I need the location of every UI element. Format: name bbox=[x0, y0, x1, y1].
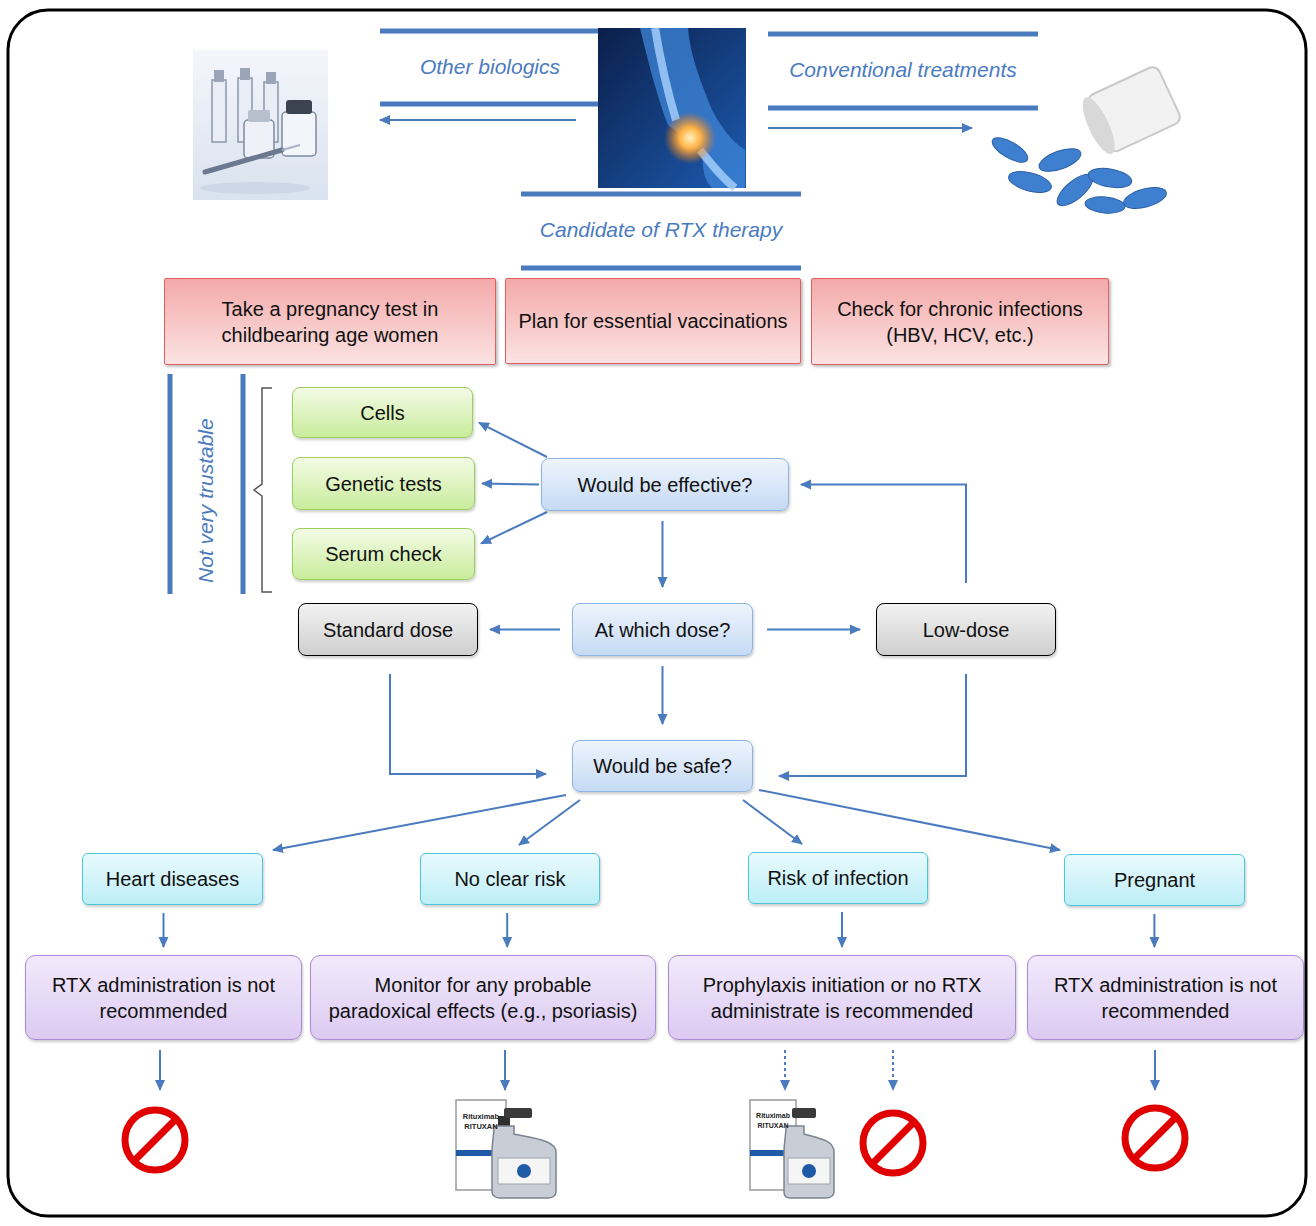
dose-box: Low-dose bbox=[876, 603, 1056, 656]
vial-brand: RITUXAN bbox=[457, 1122, 505, 1131]
risk-box: Pregnant bbox=[1064, 854, 1245, 906]
recommendation-box: Prophylaxis initiation or no RTX adminis… bbox=[668, 955, 1016, 1040]
decision-box: Would be safe? bbox=[572, 740, 753, 792]
flow-arrow bbox=[743, 800, 802, 844]
flow-arrow bbox=[801, 485, 966, 584]
flow-arrow bbox=[390, 674, 546, 774]
flow-arrow bbox=[482, 484, 539, 485]
preparation-box: Take a pregnancy test in childbearing ag… bbox=[164, 278, 496, 365]
node-text: Risk of infection bbox=[767, 865, 908, 891]
recommendation-box: RTX administration is not recommended bbox=[1027, 955, 1304, 1040]
vial-brand: Rituximab bbox=[457, 1112, 505, 1121]
node-text: Prophylaxis initiation or no RTX adminis… bbox=[679, 972, 1005, 1024]
node-text: Heart diseases bbox=[106, 866, 239, 892]
preparation-box: Check for chronic infections (HBV, HCV, … bbox=[811, 278, 1109, 365]
flow-arrow bbox=[759, 790, 1060, 850]
flow-arrow bbox=[767, 629, 860, 631]
decision-box: At which dose? bbox=[572, 603, 753, 656]
node-text: Take a pregnancy test in childbearing ag… bbox=[175, 296, 485, 348]
flow-arrow bbox=[481, 512, 547, 544]
node-text: Pregnant bbox=[1114, 867, 1195, 893]
node-text: Standard dose bbox=[323, 617, 453, 643]
side-note: Not very trustable bbox=[193, 401, 218, 601]
biologics-vials-picture bbox=[193, 50, 328, 200]
node-text: Would be effective? bbox=[578, 472, 753, 498]
node-text: At which dose? bbox=[595, 617, 731, 643]
outer-frame bbox=[8, 10, 1306, 1216]
node-text: Cells bbox=[360, 400, 404, 426]
node-text: RTX administration is not recommended bbox=[36, 972, 291, 1024]
flow-arrow bbox=[662, 521, 664, 587]
rituximab-vial-picture bbox=[456, 1100, 556, 1198]
risk-box: No clear risk bbox=[420, 853, 600, 905]
node-text: Low-dose bbox=[923, 617, 1010, 643]
node-text: Genetic tests bbox=[325, 471, 442, 497]
dose-box: Standard dose bbox=[298, 603, 478, 656]
node-text: Check for chronic infections (HBV, HCV, … bbox=[822, 296, 1098, 348]
flow-arrow bbox=[841, 912, 843, 947]
pills-picture bbox=[989, 65, 1183, 215]
flow-arrow bbox=[1153, 914, 1155, 947]
node-text: No clear risk bbox=[454, 866, 565, 892]
recommendation-box: RTX administration is not recommended bbox=[25, 955, 302, 1040]
prohibited-sign bbox=[125, 1108, 1185, 1173]
flow-arrow bbox=[479, 423, 547, 457]
trust-bars bbox=[170, 374, 272, 594]
flow-arrow bbox=[779, 674, 966, 776]
preparation-box: Plan for essential vaccinations bbox=[505, 278, 801, 364]
outcome-arrows bbox=[160, 1050, 1155, 1090]
flow-arrow bbox=[506, 913, 508, 947]
flow-arrow bbox=[490, 629, 560, 631]
node-text: RTX administration is not recommended bbox=[1038, 972, 1293, 1024]
section-title: Conventional treatments bbox=[768, 57, 1038, 82]
section-title: Other biologics bbox=[380, 54, 600, 79]
risk-box: Risk of infection bbox=[748, 852, 928, 904]
flow-arrow bbox=[519, 800, 580, 845]
node-text: Serum check bbox=[325, 541, 442, 567]
predictor-box: Serum check bbox=[292, 528, 475, 580]
predictor-box: Cells bbox=[292, 387, 473, 438]
node-text: Would be safe? bbox=[593, 753, 732, 779]
node-text: Plan for essential vaccinations bbox=[518, 308, 787, 334]
vial-brand: RITUXAN bbox=[751, 1122, 795, 1130]
flow-arrow bbox=[662, 666, 664, 724]
predictor-box: Genetic tests bbox=[292, 457, 475, 510]
flow-arrow bbox=[163, 913, 165, 947]
risk-box: Heart diseases bbox=[82, 853, 263, 905]
vial-brand: Rituximab bbox=[751, 1112, 795, 1120]
rituximab-vial-picture bbox=[750, 1100, 834, 1198]
section-title: Candidate of RTX therapy bbox=[521, 217, 801, 242]
decision-box: Would be effective? bbox=[541, 458, 789, 511]
knee-picture bbox=[598, 28, 746, 188]
node-text: Monitor for any probable paradoxical eff… bbox=[321, 972, 645, 1024]
recommendation-box: Monitor for any probable paradoxical eff… bbox=[310, 955, 656, 1040]
